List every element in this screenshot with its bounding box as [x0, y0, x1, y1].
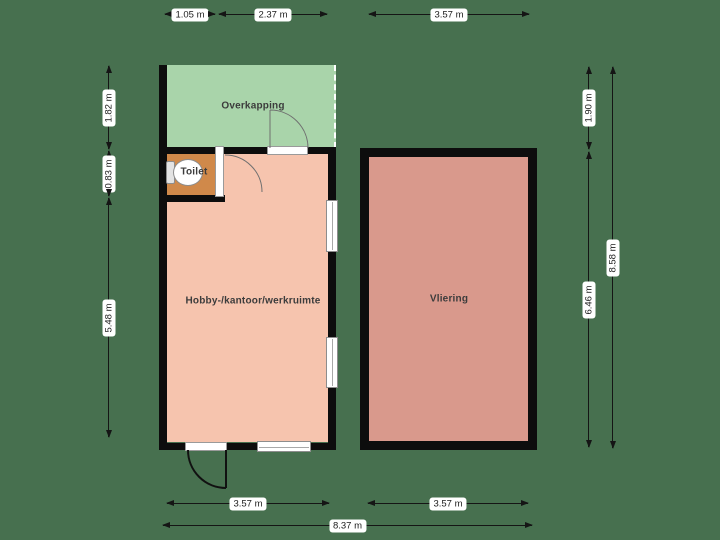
dim-top-overkapping-width: 2.37 m	[218, 8, 328, 22]
dim-top-toilet-width: 1.05 m	[164, 8, 216, 22]
door-opening-overkapping	[267, 146, 308, 155]
dim-label: 2.37 m	[254, 8, 292, 22]
dim-label: 3.57 m	[430, 8, 468, 22]
door-swing-arc-overkapping	[269, 109, 309, 149]
dim-label: 0.83 m	[102, 154, 116, 193]
room-label-overkapping: Overkapping	[221, 100, 285, 112]
wall-left	[159, 65, 167, 450]
dim-label: 6.46 m	[582, 280, 596, 319]
room-overkapping-fill	[167, 65, 336, 148]
room-label-vliering: Vliering	[429, 293, 469, 305]
wall-divider-overkapping	[159, 147, 336, 154]
dim-label: 3.57 m	[429, 497, 467, 511]
dim-left-toilet-depth: 0.83 m	[102, 150, 116, 197]
dim-label: 1.90 m	[582, 89, 596, 127]
wall-right	[328, 147, 336, 450]
dim-left-hobby-depth: 5.48 m	[102, 197, 116, 438]
dim-right-lower: 6.46 m	[582, 151, 596, 448]
dim-label: 5.48 m	[102, 298, 116, 337]
dim-top-vliering-width: 3.57 m	[368, 8, 530, 22]
window-right-lower	[326, 337, 338, 388]
dim-label: 8.58 m	[606, 238, 620, 277]
room-vliering-fill	[369, 157, 528, 441]
dim-bottom-left-building: 3.57 m	[166, 497, 330, 511]
room-label-toilet: Toilet	[180, 166, 208, 178]
dim-bottom-right-building: 3.57 m	[367, 497, 529, 511]
dim-bottom-total: 8.37 m	[162, 519, 533, 533]
dim-right-total: 8.58 m	[606, 66, 620, 449]
dim-right-upper: 1.90 m	[582, 66, 596, 150]
toilet-bowl-icon	[173, 159, 203, 186]
dim-left-overkapping-depth: 1.82 m	[102, 65, 116, 150]
door-opening-exterior	[185, 442, 227, 451]
window-right-upper	[326, 200, 338, 252]
door-swing-arc-exterior	[187, 449, 227, 489]
dim-label: 8.37 m	[328, 519, 367, 533]
wall-bottom	[159, 443, 336, 450]
dim-label: 1.82 m	[102, 88, 116, 127]
door-post-toilet	[215, 146, 224, 197]
dim-label: 3.57 m	[229, 497, 267, 511]
room-label-hobby: Hobby-/kantoor/werkruimte	[185, 295, 321, 307]
door-swing-arc-toilet	[224, 154, 263, 193]
window-bottom	[257, 441, 311, 452]
wall-toilet-bottom	[159, 195, 225, 202]
dim-label: 1.05 m	[171, 8, 209, 22]
